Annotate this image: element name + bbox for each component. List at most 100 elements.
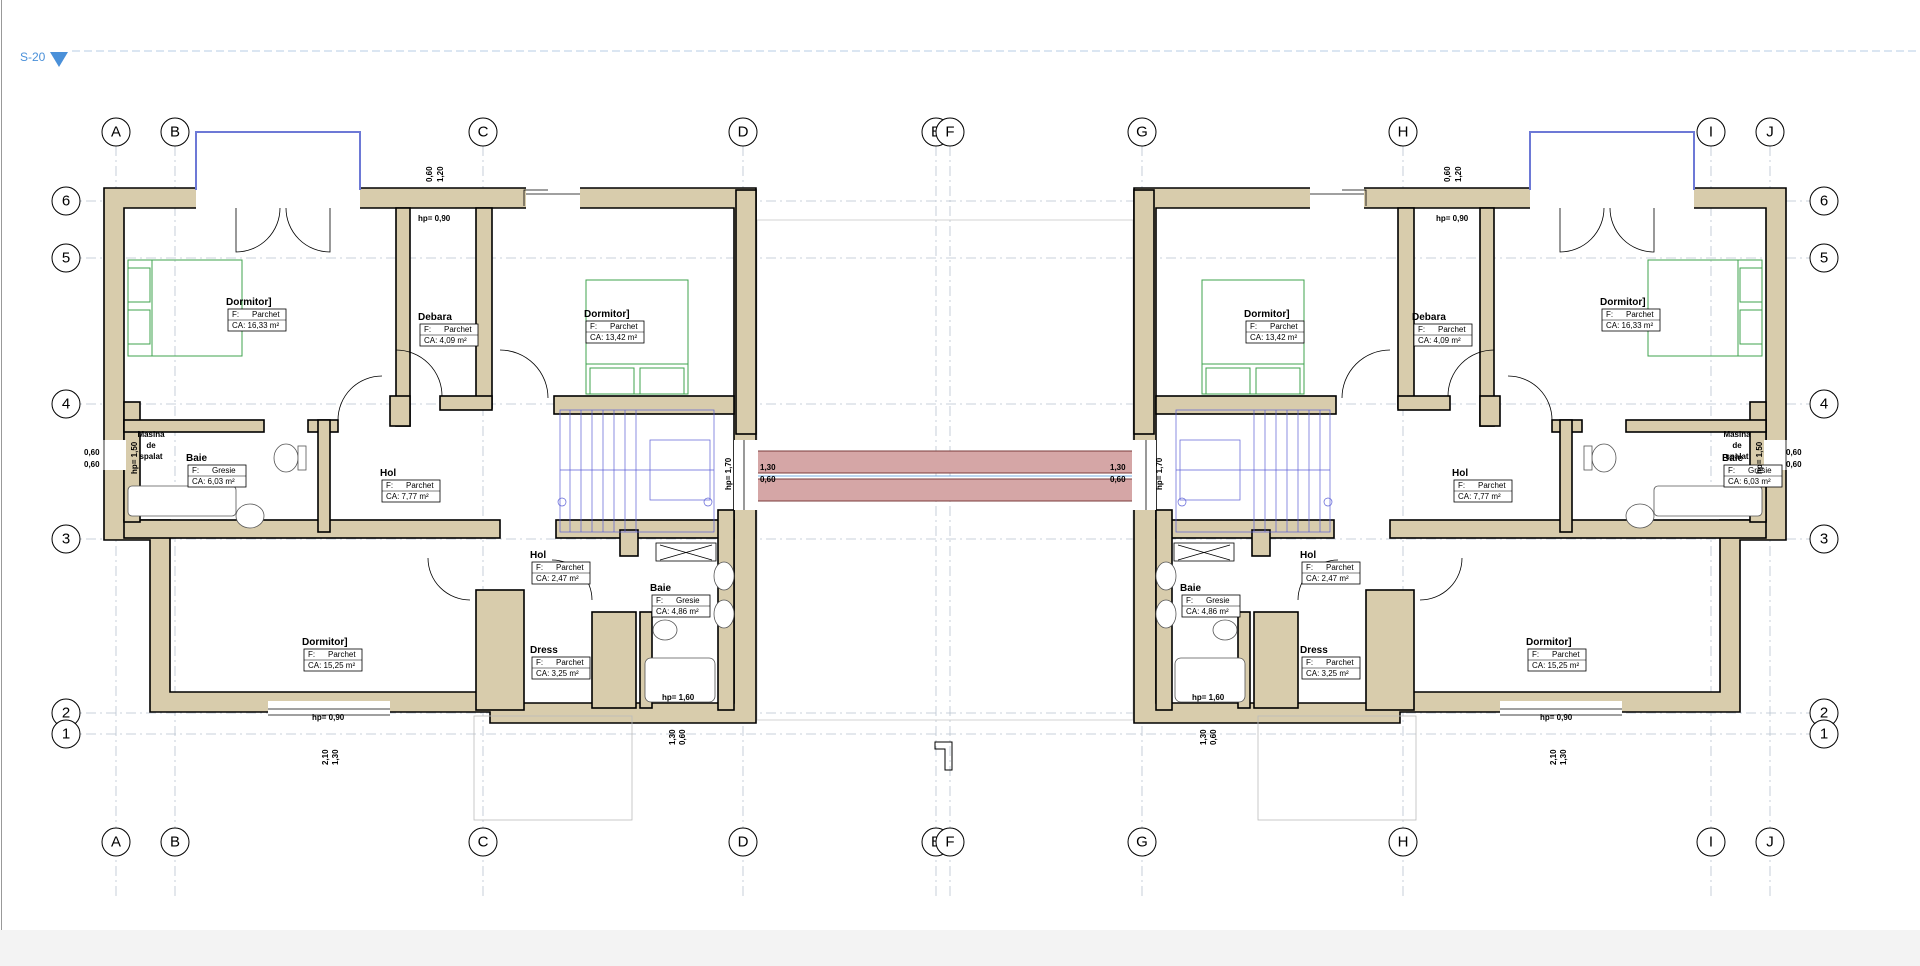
dim-label: 0,60	[1443, 166, 1452, 182]
wall-debara-left	[1479, 207, 1495, 427]
grid-bubble-row-1-left: 1	[51, 719, 81, 749]
wall-debara-right	[475, 207, 493, 409]
unit-right-mirrored	[1132, 131, 1788, 821]
bathtub-2	[644, 657, 716, 703]
finish-prefix: F:	[1532, 650, 1539, 659]
grid-label: I	[1709, 834, 1713, 851]
room-name: Debara	[1412, 312, 1446, 323]
area-value: CA: 4,86 m²	[656, 607, 699, 616]
grid-bubble-row-5-left: 5	[51, 243, 81, 273]
dim-label: hp= 1,50	[130, 441, 139, 474]
window-opening-stair	[1132, 440, 1156, 510]
toilet-2	[1212, 619, 1238, 641]
grid-bubble-row-6-right: 6	[1809, 186, 1839, 216]
stairs	[557, 409, 715, 533]
finish-value: Parchet	[406, 481, 434, 490]
wall-baie-top	[123, 419, 265, 433]
grid-label: A	[111, 124, 121, 141]
finish-prefix: F:	[1186, 596, 1193, 605]
grid-bubble-row-4-right: 4	[1809, 389, 1839, 419]
dim-label: 1,30	[1559, 749, 1568, 765]
room-name: Hol	[380, 468, 396, 479]
washer-label: spalat	[1725, 452, 1748, 461]
grid-bubble-g-top: G	[1127, 117, 1157, 147]
grid-label: 4	[1820, 396, 1828, 413]
room-name: Dormitor]	[584, 309, 630, 320]
room-name: Hol	[1300, 550, 1316, 561]
area-value: CA: 7,77 m²	[1458, 492, 1501, 501]
area-value: CA: 15,25 m²	[1532, 661, 1579, 670]
finish-value: Gresie	[1748, 466, 1772, 475]
dim-label: hp= 1,70	[1155, 457, 1164, 490]
finish-value: Parchet	[610, 322, 638, 331]
grid-bubble-row-2-left: 2	[51, 698, 81, 728]
wall-stair-top	[553, 395, 735, 415]
finish-prefix: F:	[308, 650, 315, 659]
wall-debara-right	[1397, 207, 1415, 409]
section-marker-icon	[934, 741, 953, 771]
grid-label: 2	[62, 705, 70, 722]
wall-horizontal-3	[1389, 519, 1767, 539]
finish-prefix: F:	[1418, 325, 1425, 334]
finish-value: Parchet	[1438, 325, 1466, 334]
terrace-outline	[1257, 715, 1417, 821]
sink-2	[1155, 561, 1177, 591]
dim-label: 1,30	[331, 749, 340, 765]
room-name: Baie	[650, 583, 672, 594]
room-name: Hol	[1452, 468, 1468, 479]
room-name: Dormitor]	[1244, 309, 1290, 320]
dim-label: 1,30	[760, 463, 776, 472]
wall-debara-corner	[1479, 395, 1501, 427]
room-name: Baie	[186, 453, 208, 464]
finish-prefix: F:	[424, 325, 431, 334]
bottom-fade	[0, 930, 1920, 966]
level-marker[interactable]: S-20	[20, 50, 1920, 67]
grid-bubble-i-top: I	[1696, 117, 1726, 147]
grid-label: B	[170, 124, 180, 141]
grid-bubble-b-bottom: B	[160, 827, 190, 857]
beam-bottom	[749, 478, 1139, 502]
wall-dress-right	[591, 611, 637, 709]
grid-label: B	[170, 834, 180, 851]
grid-label: 3	[1820, 531, 1828, 548]
sink-3	[1155, 599, 1177, 629]
area-value: CA: 16,33 m²	[232, 321, 279, 330]
balcony-railing	[195, 131, 361, 190]
grid-bubble-row-3-left: 3	[51, 524, 81, 554]
grid-label: 5	[62, 250, 70, 267]
grid-bubble-row-3-right: 3	[1809, 524, 1839, 554]
window-opening-bottom	[1500, 701, 1622, 725]
sink	[235, 503, 265, 529]
grid-label: H	[1398, 834, 1409, 851]
finish-prefix: F:	[590, 322, 597, 331]
dim-label: 0,60	[84, 448, 100, 457]
area-value: CA: 15,25 m²	[308, 661, 355, 670]
finish-prefix: F:	[232, 310, 239, 319]
dim-label: hp= 1,60	[662, 693, 695, 702]
central-link	[740, 219, 1150, 771]
grid-label: F	[945, 834, 954, 851]
room-name: Baie	[1722, 453, 1744, 464]
wall-horizontal-3b	[555, 519, 735, 539]
finish-value: Gresie	[1206, 596, 1230, 605]
grid-bubble-row-5-right: 5	[1809, 243, 1839, 273]
